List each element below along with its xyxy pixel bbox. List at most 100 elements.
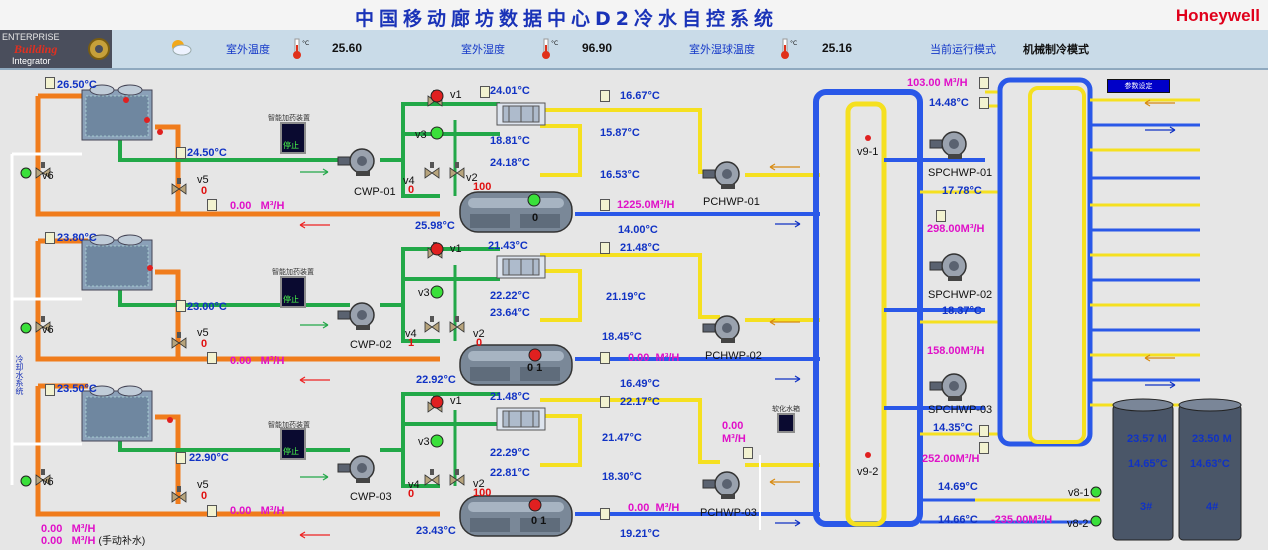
svg-text:°C: °C xyxy=(551,40,558,47)
v1-temp-3: 21.48°C xyxy=(490,391,530,403)
chw-temp-3c: 18.30°C xyxy=(602,471,642,483)
temp-sensor xyxy=(600,242,610,254)
brand-logo: Honeywell xyxy=(1175,6,1260,25)
dosing-controller-1[interactable]: 停止 xyxy=(280,122,306,154)
v1-label-1: v1 xyxy=(450,89,462,101)
chw-temp-1a: 16.67°C xyxy=(620,90,660,102)
v6-label-3: v6 xyxy=(42,476,54,488)
chw-return-temp-2: 16.49°C xyxy=(620,378,660,390)
temp-sensor xyxy=(600,352,610,364)
outdoor-humidity-label: 室外湿度 xyxy=(461,44,505,56)
secondary-temp-bottom-2: 14.66°C xyxy=(938,514,978,526)
mode-value: 机械制冷模式 xyxy=(1023,44,1089,56)
lamp-v6-1 xyxy=(20,167,32,179)
chw-temp-2c: 18.45°C xyxy=(602,331,642,343)
v6-label-2: v6 xyxy=(42,324,54,336)
temp-sensor xyxy=(979,425,989,437)
parameter-setup-button[interactable]: 参数设定 xyxy=(1107,79,1170,93)
v4-state-2: 1 xyxy=(408,337,415,349)
v3-temp-2: 22.22°C xyxy=(490,290,530,302)
chiller-1-state: 0 xyxy=(532,212,539,224)
cw-return-temp-3: 23.43°C xyxy=(416,525,456,537)
temp-sensor xyxy=(600,90,610,102)
tower-1-temp: 26.50°C xyxy=(57,79,97,91)
chw-temp-2a: 21.48°C xyxy=(620,242,660,254)
page-title: 中国移动廊坊数据中心D2冷水自控系统 xyxy=(355,8,778,30)
secondary-temp-top: 14.48°C xyxy=(929,97,969,109)
temp-sensor xyxy=(979,442,989,454)
weather-icon xyxy=(172,40,192,56)
info-bar xyxy=(0,30,1268,70)
makeup-flow-2: 0.00 M³/H (手动补水) xyxy=(41,535,146,547)
temp-sensor xyxy=(936,210,946,222)
chw-return-temp-1: 14.00°C xyxy=(618,224,658,236)
v3-label-1: v3 xyxy=(415,129,427,141)
pchwp-03-label: PCHWP-03 xyxy=(700,507,757,519)
tank-4-temp: 14.63°C xyxy=(1190,458,1230,470)
cwp-01-label: CWP-01 xyxy=(354,186,396,198)
temp-sensor xyxy=(45,77,55,89)
v3-temp-1: 18.81°C xyxy=(490,135,530,147)
v2-state-1: 100 xyxy=(473,181,492,193)
v6-label-1: v6 xyxy=(42,170,54,182)
chw-temp-1b: 15.87°C xyxy=(600,127,640,139)
title-bar: 中国移动廊坊数据中心D2冷水自控系统 Honeywell xyxy=(0,0,1268,30)
wet-bulb-label: 室外湿球温度 xyxy=(689,44,755,56)
cw-flow-1: 0.00 M³/H xyxy=(230,200,285,212)
pchwp-02-label: PCHWP-02 xyxy=(705,350,762,362)
v4-state-3: 0 xyxy=(408,488,415,500)
v5-state-1: 0 xyxy=(201,185,208,197)
chw-flow-1: 1225.0M³/H xyxy=(617,199,675,211)
cwp-02-label: CWP-02 xyxy=(350,339,392,351)
spchwp-01-flow: 298.00M³/H xyxy=(927,223,985,235)
v3-label-2: v3 xyxy=(418,287,430,299)
temp-sensor xyxy=(176,452,186,464)
secondary-flow-bottom: -235.00M³/H xyxy=(991,514,1053,526)
cwp-03-label: CWP-03 xyxy=(350,491,392,503)
lamp-v6-3 xyxy=(20,475,32,487)
thermometer-icon: °C xyxy=(781,38,797,59)
tank-3 xyxy=(1112,398,1174,541)
v3-temp-3: 22.29°C xyxy=(490,447,530,459)
temp-sensor xyxy=(979,97,989,109)
outdoor-humidity-value: 96.90 xyxy=(582,41,613,55)
temp-sensor xyxy=(207,505,217,517)
v9-1-label: v9-1 xyxy=(857,146,879,158)
ebi-logo: ENTERPRISE Building Integrator xyxy=(0,30,112,68)
cw-return-temp-1: 25.98°C xyxy=(415,220,455,232)
v2-temp-2: 23.64°C xyxy=(490,307,530,319)
v2-label-3: v2 xyxy=(473,478,485,490)
chw-flow-3: 0.00 M³/H xyxy=(628,502,680,514)
spchwp-02-temp: 18.37°C xyxy=(942,305,982,317)
chw-temp-1c: 16.53°C xyxy=(600,169,640,181)
flow-sensor xyxy=(979,77,989,89)
v4-label-3: v4 xyxy=(408,479,420,491)
dosing-controller-2[interactable]: 停止 xyxy=(280,276,306,308)
tank-3-temp: 14.65°C xyxy=(1128,458,1168,470)
cw-flow-3: 0.00 M³/H xyxy=(230,505,285,517)
v2-temp-3: 22.81°C xyxy=(490,467,530,479)
thermometer-icon: °C xyxy=(542,38,558,59)
v5-label-2: v5 xyxy=(197,327,209,339)
secondary-temp-bottom-1: 14.69°C xyxy=(938,481,978,493)
temp-sensor xyxy=(176,300,186,312)
v5-label-3: v5 xyxy=(197,479,209,491)
v4-state-1: 0 xyxy=(408,184,415,196)
v5-state-2: 0 xyxy=(201,338,208,350)
svg-text:°C: °C xyxy=(790,40,797,47)
cw-return-temp-2: 22.92°C xyxy=(416,374,456,386)
pchwp-01-label: PCHWP-01 xyxy=(703,196,760,208)
chw-return-temp-3: 19.21°C xyxy=(620,528,660,540)
dosing-controller-3[interactable]: 停止 xyxy=(280,428,306,460)
v1-temp-2: 21.43°C xyxy=(488,240,528,252)
spchwp-02-flow: 158.00M³/H xyxy=(927,345,985,357)
thermometer-icon: °C xyxy=(293,38,309,59)
v8-2-label: v8-2 xyxy=(1067,518,1089,530)
cw-flow-2: 0.00 M³/H xyxy=(230,355,285,367)
temp-sensor xyxy=(176,147,186,159)
temp-sensor xyxy=(600,199,610,211)
temp-sensor xyxy=(480,86,490,98)
soft-water-tank[interactable] xyxy=(777,413,795,433)
